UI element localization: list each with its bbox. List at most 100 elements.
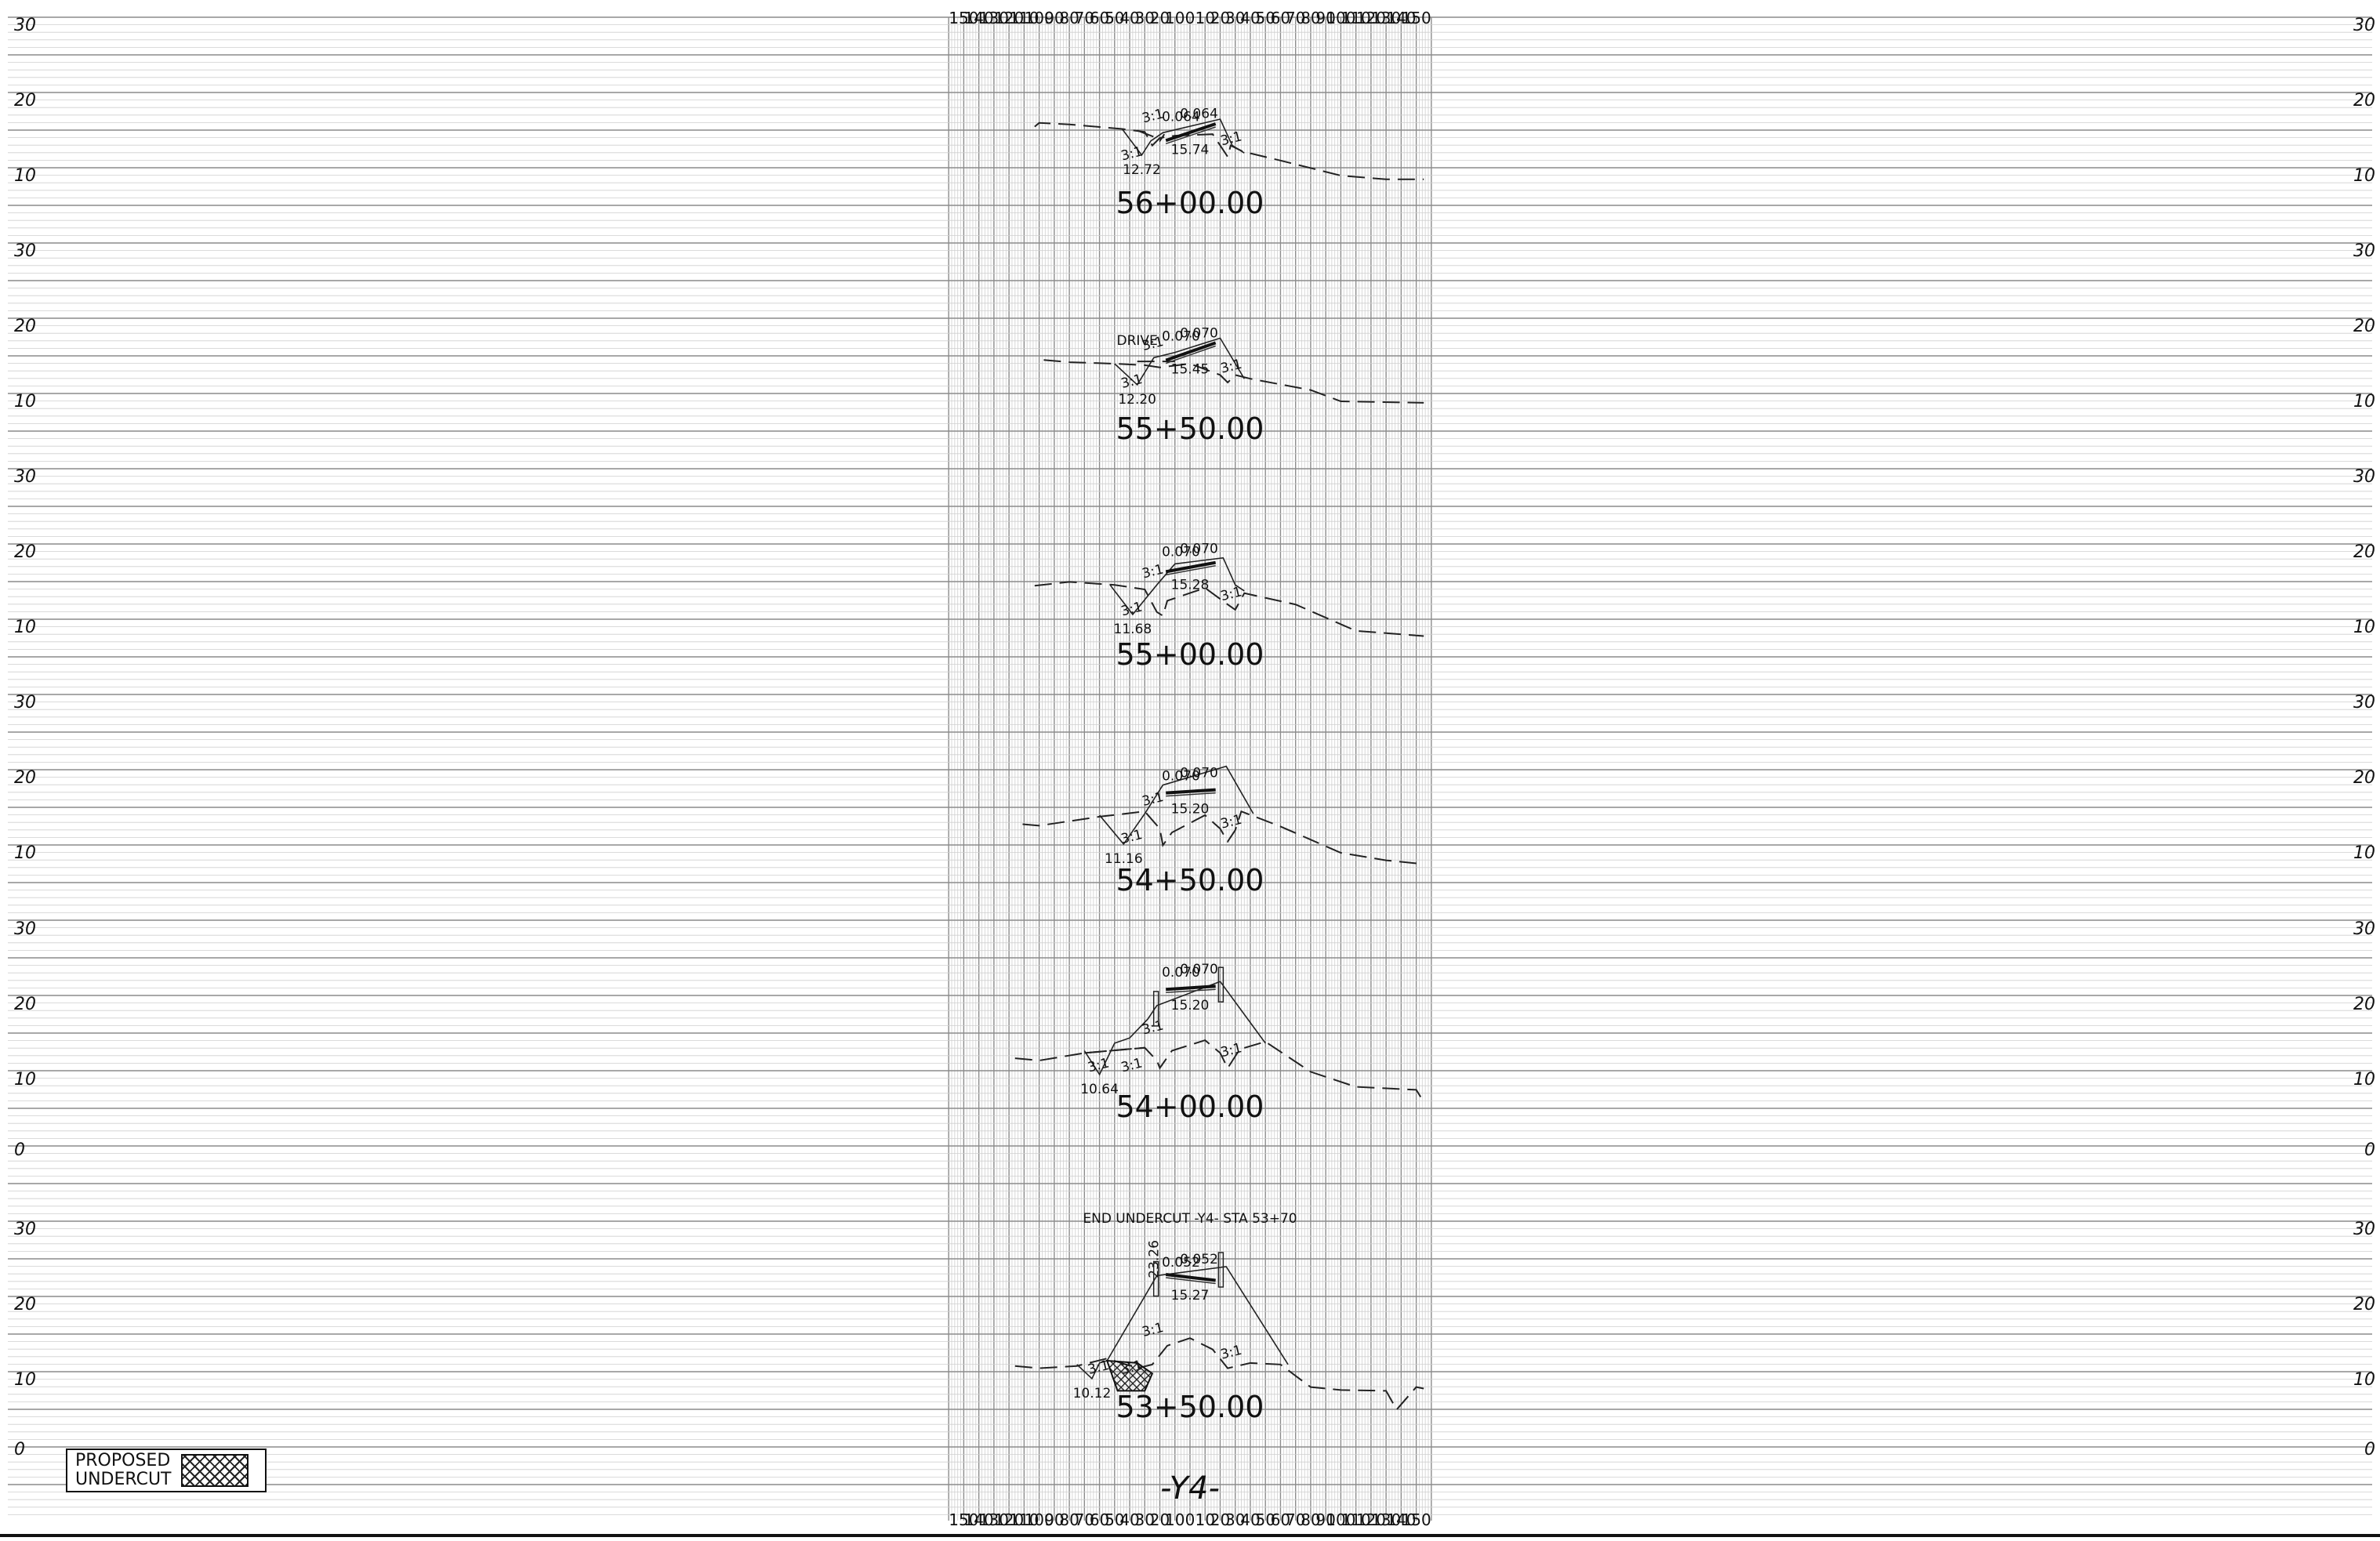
offset-tick-bottom: 110 bbox=[1341, 1510, 1371, 1529]
ditch-elevation: 10.12 bbox=[1073, 1386, 1112, 1401]
offset-tick-top: 90 bbox=[1315, 9, 1335, 27]
slope-ratio-label: 3:1 bbox=[1219, 1040, 1243, 1061]
ditch-elevation: 12.20 bbox=[1118, 392, 1156, 408]
existing-ground-line bbox=[1034, 581, 1424, 637]
slope-ratio-label: 3:1 bbox=[1219, 129, 1243, 149]
pavement-layer bbox=[1165, 560, 1217, 574]
slope-ratio-label: 3:1 bbox=[1219, 357, 1243, 377]
offset-tick-top: 40 bbox=[1240, 9, 1260, 27]
pavement-layer bbox=[1165, 122, 1217, 143]
proposed-grade-line bbox=[1109, 557, 1245, 616]
elevation-tick-right: 30 bbox=[2353, 467, 2375, 487]
pavement-layer bbox=[1165, 345, 1216, 364]
pavement-layer bbox=[1166, 984, 1216, 992]
offset-tick-bottom: 0 bbox=[1185, 1510, 1195, 1529]
offset-tick-bottom: 90 bbox=[1044, 1510, 1064, 1529]
offset-tick-top: 140 bbox=[964, 9, 994, 27]
grid bbox=[0, 16, 2380, 1537]
offset-tick-top: 30 bbox=[1135, 9, 1155, 27]
existing-ground-line bbox=[1022, 810, 1424, 865]
elevation-tick-left: 10 bbox=[14, 618, 36, 637]
cross-slope-left: 0.070 bbox=[1162, 769, 1200, 785]
offset-tick-bottom: 80 bbox=[1301, 1510, 1320, 1529]
offset-tick-top: 10 bbox=[1165, 9, 1185, 27]
offset-tick-bottom: 40 bbox=[1119, 1510, 1139, 1529]
elevation-zero-left: 0 bbox=[14, 1440, 25, 1459]
offset-tick-top: 70 bbox=[1286, 9, 1305, 27]
guardrail-post bbox=[1152, 991, 1159, 1027]
offset-tick-bottom: 70 bbox=[1075, 1510, 1094, 1529]
cross-slope-left: 0.052 bbox=[1162, 1255, 1200, 1271]
offset-tick-top: 120 bbox=[994, 9, 1024, 27]
pavement-layer bbox=[1165, 1273, 1216, 1282]
existing-ground-line bbox=[1084, 1046, 1145, 1054]
elevation-tick-left: 10 bbox=[14, 166, 36, 186]
elevation-tick-left: 30 bbox=[14, 16, 36, 35]
elevation-tick-left: 30 bbox=[14, 1220, 36, 1239]
elevation-tick-left: 30 bbox=[14, 467, 36, 487]
ditch-elevation: 11.68 bbox=[1114, 622, 1152, 637]
elevation-tick-left: 20 bbox=[14, 91, 36, 111]
offset-tick-top: 20 bbox=[1150, 9, 1170, 27]
station-label: 55+50.00 bbox=[1116, 412, 1264, 446]
guardrail-post bbox=[1152, 1260, 1159, 1297]
guardrail-post bbox=[1217, 966, 1224, 1003]
elevation-tick-right: 10 bbox=[2353, 166, 2375, 186]
offset-tick-bottom: 150 bbox=[1402, 1510, 1431, 1529]
cross-slope-right: 0.070 bbox=[1180, 766, 1218, 781]
offset-tick-top: 0 bbox=[1185, 9, 1195, 27]
cross-slope-right: 0.070 bbox=[1180, 962, 1218, 977]
offset-tick-bottom: 70 bbox=[1286, 1510, 1305, 1529]
elevation-tick-right: 10 bbox=[2353, 392, 2375, 412]
offset-tick-bottom: 80 bbox=[1059, 1510, 1079, 1529]
cross-slope-right: 0.064 bbox=[1180, 107, 1218, 122]
elevation-tick-left: 10 bbox=[14, 843, 36, 863]
pavement-layer bbox=[1165, 126, 1216, 144]
pavement-layer bbox=[1166, 564, 1216, 576]
axis-labels: 1501501401401301301201201101101001009090… bbox=[14, 9, 2375, 1529]
elevation-tick-left: 10 bbox=[14, 1070, 36, 1090]
cross-section: 0.0700.07015.4512.203:13:13:155+50.00DRI… bbox=[1043, 325, 1424, 446]
offset-tick-top: 150 bbox=[949, 9, 978, 27]
cross-section: 0.0520.05215.2710.123:13:13:13:153+50.00… bbox=[1014, 1211, 1424, 1424]
proposed-grade-line bbox=[1114, 337, 1245, 386]
elevation-zero-right: 0 bbox=[2364, 1440, 2375, 1459]
slope-ratio-label: 3:1 bbox=[1219, 1343, 1243, 1363]
elevation-tick-right: 10 bbox=[2353, 1370, 2375, 1390]
station-label: 54+50.00 bbox=[1116, 863, 1264, 897]
station-label: 56+00.00 bbox=[1116, 186, 1264, 220]
pavement-layer bbox=[1166, 988, 1216, 993]
slope-ratio-label: 3:1 bbox=[1119, 143, 1144, 164]
cross-slope-left: 0.070 bbox=[1162, 965, 1200, 981]
offset-tick-bottom: 10 bbox=[1165, 1510, 1185, 1529]
pavement-layer bbox=[1166, 1277, 1216, 1285]
offset-tick-top: 40 bbox=[1119, 9, 1139, 27]
offset-tick-top: 110 bbox=[1009, 9, 1039, 27]
offset-tick-bottom: 20 bbox=[1210, 1510, 1230, 1529]
existing-ground-line bbox=[1137, 129, 1166, 143]
elevation-tick-right: 10 bbox=[2353, 843, 2375, 863]
elevation-tick-left: 20 bbox=[14, 768, 36, 788]
elevation-tick-right: 30 bbox=[2353, 16, 2375, 35]
offset-tick-bottom: 30 bbox=[1225, 1510, 1245, 1529]
elevation-tick-right: 10 bbox=[2353, 1070, 2375, 1090]
proposed-grade-line bbox=[1121, 118, 1245, 157]
offset-tick-top: 50 bbox=[1255, 9, 1275, 27]
offset-tick-bottom: 120 bbox=[1356, 1510, 1386, 1529]
undercut-hatch-swatch bbox=[180, 1454, 249, 1487]
elevation-zero-right: 0 bbox=[2364, 1140, 2375, 1160]
offset-tick-bottom: 90 bbox=[1315, 1510, 1335, 1529]
elevation-tick-right: 20 bbox=[2353, 91, 2375, 111]
elevation-tick-right: 10 bbox=[2353, 618, 2375, 637]
offset-tick-bottom: 130 bbox=[1371, 1510, 1401, 1529]
offset-tick-top: 100 bbox=[1025, 9, 1054, 27]
offset-tick-top: 150 bbox=[1402, 9, 1431, 27]
cross-slope-right: 0.070 bbox=[1180, 542, 1218, 557]
offset-tick-bottom: 110 bbox=[1009, 1510, 1039, 1529]
elevation-tick-right: 30 bbox=[2353, 241, 2375, 261]
cross-slope-left: 0.064 bbox=[1162, 110, 1200, 125]
cross-sections: 0.0640.06415.7412.723:13:13:156+00.000.0… bbox=[1014, 106, 1425, 1424]
